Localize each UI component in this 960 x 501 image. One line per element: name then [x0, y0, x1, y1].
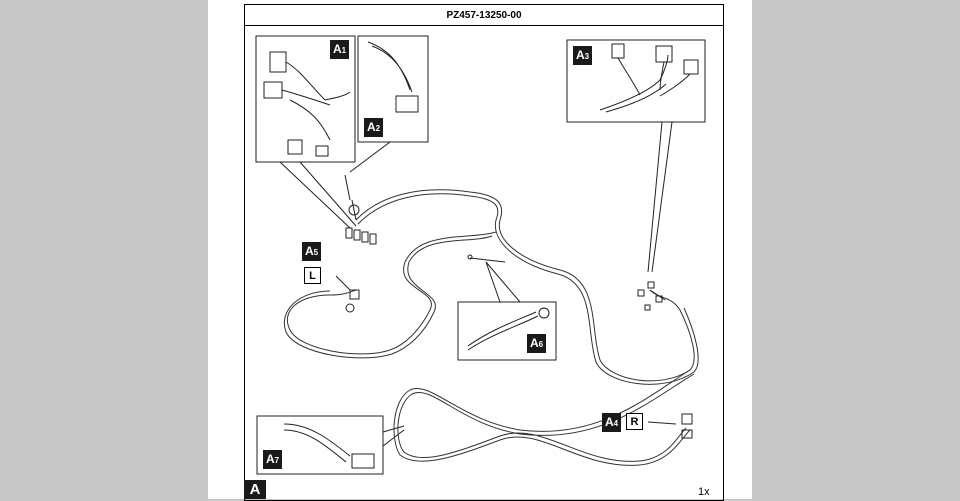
callout-a3-sub: 3 — [584, 52, 590, 61]
side-label-right: R — [626, 413, 643, 430]
callout-a2-letter: A — [366, 120, 376, 134]
detail-a3-drawing — [599, 43, 699, 113]
callout-a4-letter: A — [604, 415, 614, 429]
callout-a7-letter: A — [265, 452, 275, 466]
connector-l — [345, 289, 360, 313]
connector-cluster-a1-a2 — [344, 174, 377, 245]
connector-cluster-a3 — [637, 281, 666, 311]
detail-a1-drawing — [263, 51, 351, 157]
detail-a2-drawing — [367, 41, 419, 113]
callout-a2-sub: 2 — [375, 124, 381, 133]
section-marker: A — [244, 480, 266, 499]
callout-a5-sub: 5 — [313, 248, 319, 257]
part-number: PZ457-13250-00 — [446, 9, 522, 21]
leader-a1 — [279, 161, 357, 229]
leader-a6 — [485, 261, 521, 303]
detail-box-a6 — [457, 301, 557, 361]
detail-a7-drawing — [283, 423, 375, 469]
callout-a5-letter: A — [304, 244, 314, 258]
detail-box-a1 — [255, 35, 356, 163]
callout-a7-sub: 7 — [274, 456, 280, 465]
leader-l — [335, 275, 351, 291]
detail-a6-drawing — [467, 307, 550, 351]
connector-r — [681, 413, 693, 439]
detail-box-a7 — [256, 415, 384, 475]
callout-a1-sub: 1 — [341, 46, 347, 55]
part-number-header: PZ457-13250-00 — [245, 5, 723, 26]
callout-a6-letter: A — [529, 336, 539, 350]
leader-r — [647, 421, 677, 425]
side-label-left: L — [304, 267, 321, 284]
detail-box-a3 — [566, 39, 706, 123]
callout-a4-sub: 4 — [613, 419, 619, 428]
harness-cable — [283, 189, 699, 466]
detail-box-a2 — [357, 35, 429, 143]
callout-a1-letter: A — [332, 42, 342, 56]
callout-a6-sub: 6 — [538, 340, 544, 349]
leader-a2 — [349, 141, 391, 173]
ground-terminal-a6 — [467, 254, 506, 263]
leader-a3 — [647, 121, 673, 273]
quantity-label: 1x — [698, 486, 710, 498]
callout-a3-letter: A — [575, 48, 585, 62]
